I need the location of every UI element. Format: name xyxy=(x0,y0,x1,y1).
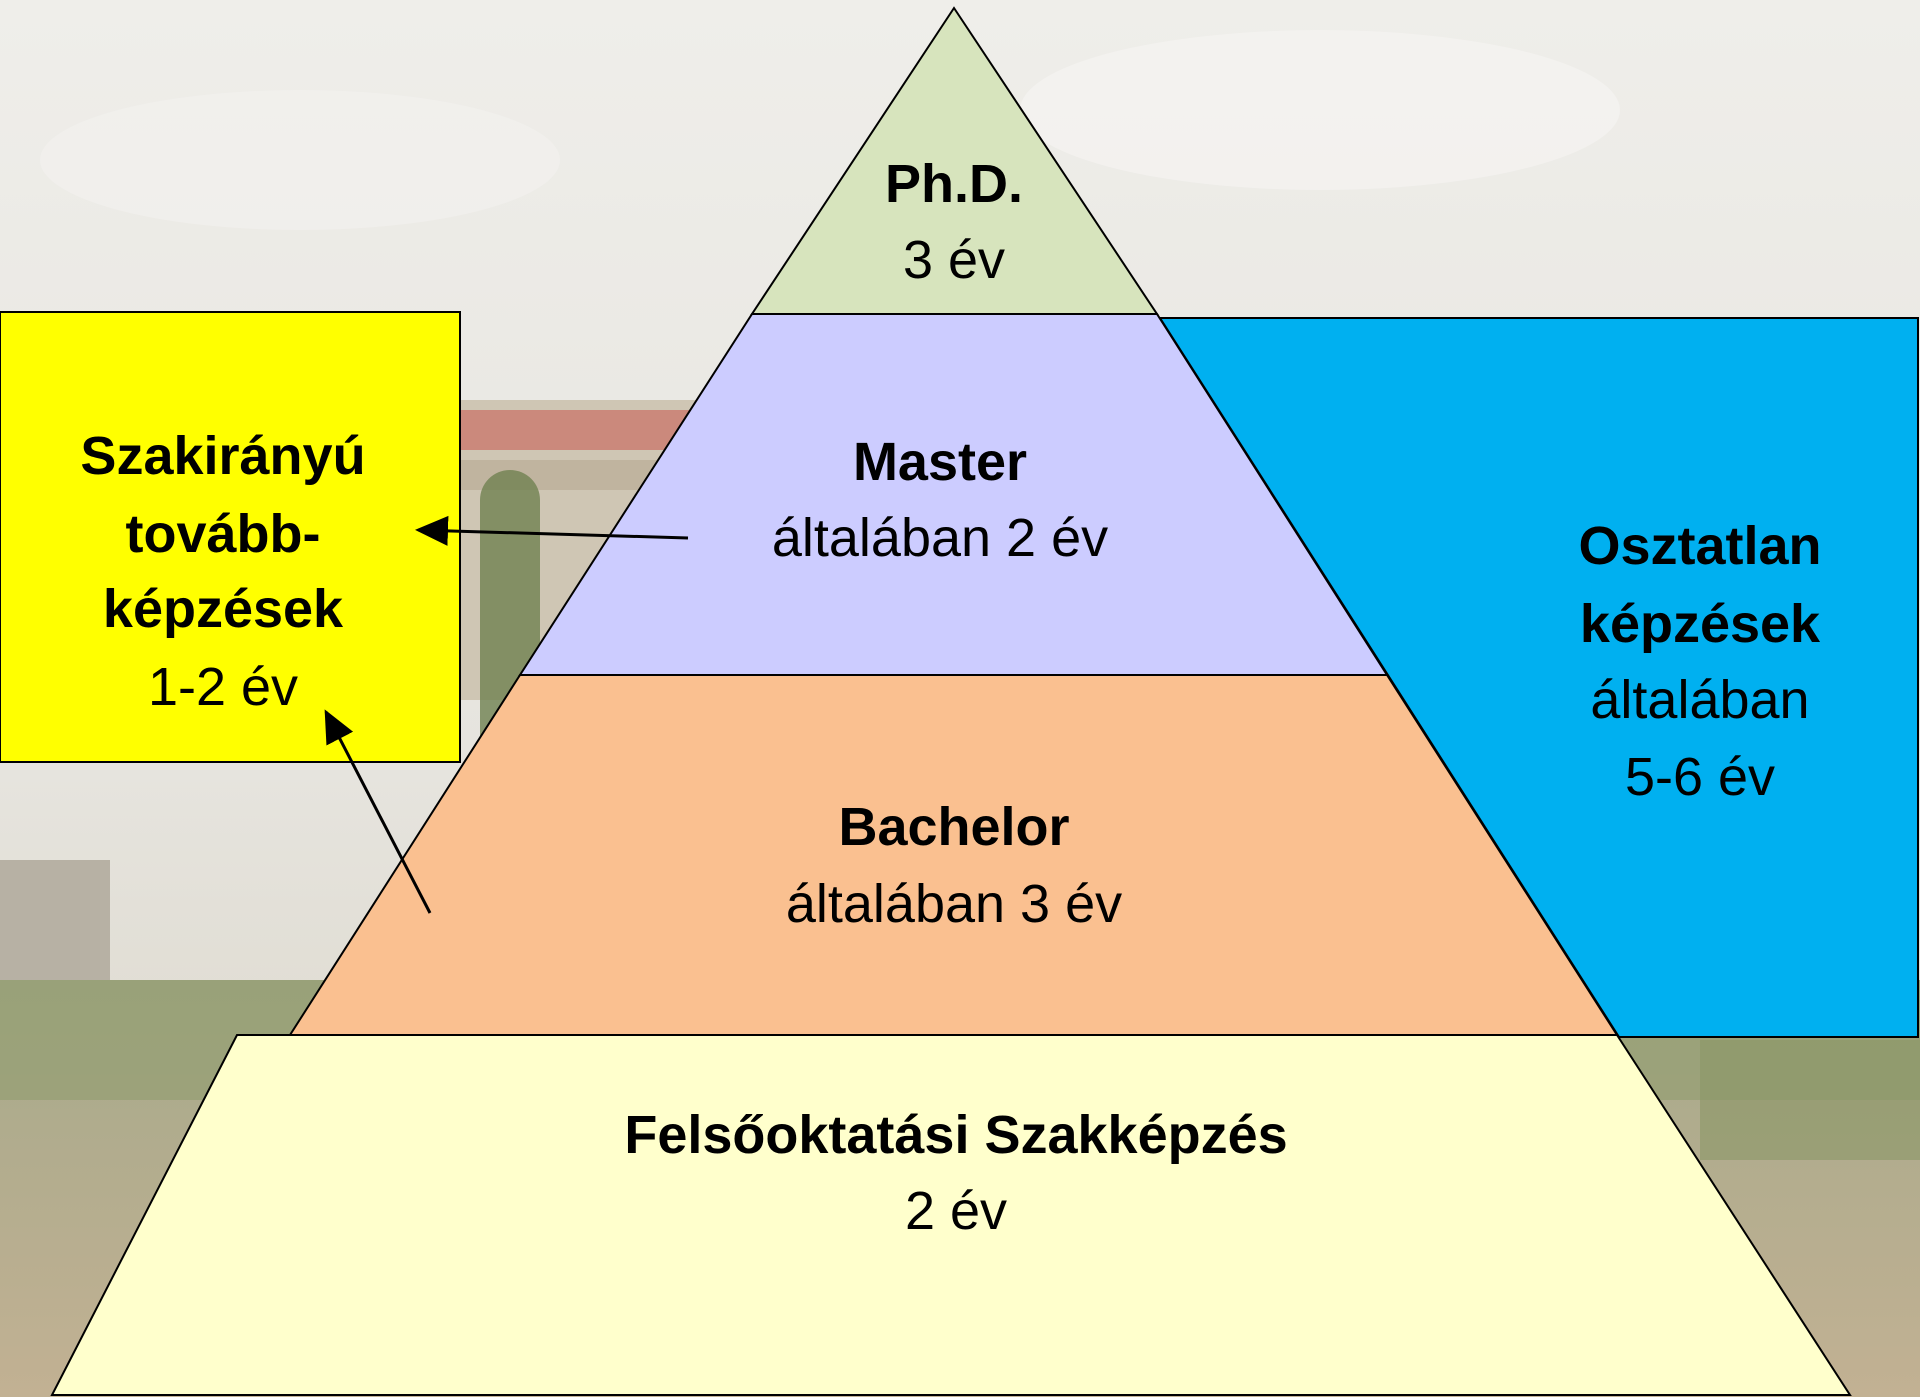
bg-right-tree xyxy=(1700,1040,1920,1160)
osztatlan-line3: általában xyxy=(1590,670,1809,730)
pyramid-layer-phd xyxy=(750,6,1159,315)
szakiranyu-box xyxy=(0,311,461,763)
phd-title: Ph.D. xyxy=(885,154,1023,214)
foundation-title: Felsőoktatási Szakképzés xyxy=(624,1105,1287,1165)
szakiranyu-line2: tovább- xyxy=(126,504,321,564)
osztatlan-line2: képzések xyxy=(1580,594,1821,654)
foundation-duration: 2 év xyxy=(905,1181,1007,1241)
statue-pedestal xyxy=(0,860,110,980)
phd-duration: 3 év xyxy=(903,230,1005,290)
arrow-master-to-szakiranyu xyxy=(415,515,689,546)
szakiranyu-line3: képzések xyxy=(103,579,344,639)
bachelor-title: Bachelor xyxy=(838,797,1069,857)
master-title: Master xyxy=(853,432,1027,492)
master-duration: általában 2 év xyxy=(772,508,1108,568)
osztatlan-duration: 5-6 év xyxy=(1625,747,1775,807)
arrow-bachelor-to-szakiranyu xyxy=(324,709,432,914)
osztatlan-line1: Osztatlan xyxy=(1578,516,1821,576)
szakiranyu-duration: 1-2 év xyxy=(148,657,298,717)
szakiranyu-line1: Szakirányú xyxy=(80,426,365,486)
cloud xyxy=(1020,30,1620,190)
cloud xyxy=(40,90,560,230)
bachelor-duration: általában 3 év xyxy=(786,874,1122,934)
osztatlan-box xyxy=(1158,317,1919,1038)
